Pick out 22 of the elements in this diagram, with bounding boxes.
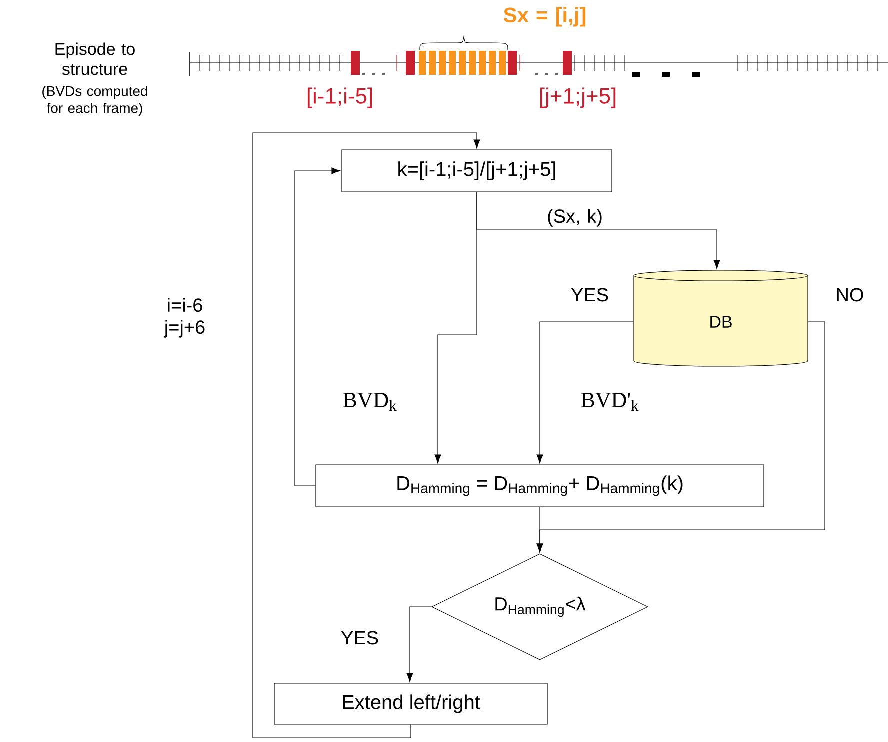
process-box: Extend left/right: [274, 683, 548, 725]
text-label: [j+1;j+5]: [540, 88, 616, 108]
arrow: [536, 322, 634, 464]
text-label: [i-1;i-5]: [308, 88, 372, 108]
arrow: [434, 192, 478, 464]
text-label: Episode to structure: [56, 42, 135, 76]
edge-label: BVD$_{k}$: [343, 393, 397, 411]
database-cylinder: DB: [634, 270, 808, 367]
edge-label: BVD'$_{k}$: [581, 393, 639, 411]
process-box: D$_{Hamming}$ = D$_{Hamming}$+ D$_{Hamming}$(k): [316, 464, 764, 508]
arrow: [406, 606, 432, 682]
process-box: k=[i-1;i-5]/[j+1;j+5]: [342, 150, 612, 192]
text-label: NO: [837, 288, 864, 302]
arrow: [536, 507, 544, 553]
edge-label: (Sx, k): [548, 209, 602, 227]
edge-label: i=i-6 j=j+6: [164, 298, 205, 338]
edge-label: YES: [341, 631, 378, 645]
arrow: [294, 168, 341, 486]
text-label: (BVDs computed for each frame): [42, 86, 148, 116]
text-label: Sx = [i,j]: [504, 7, 586, 27]
text-label: YES: [571, 288, 608, 302]
arrow: [252, 132, 480, 738]
